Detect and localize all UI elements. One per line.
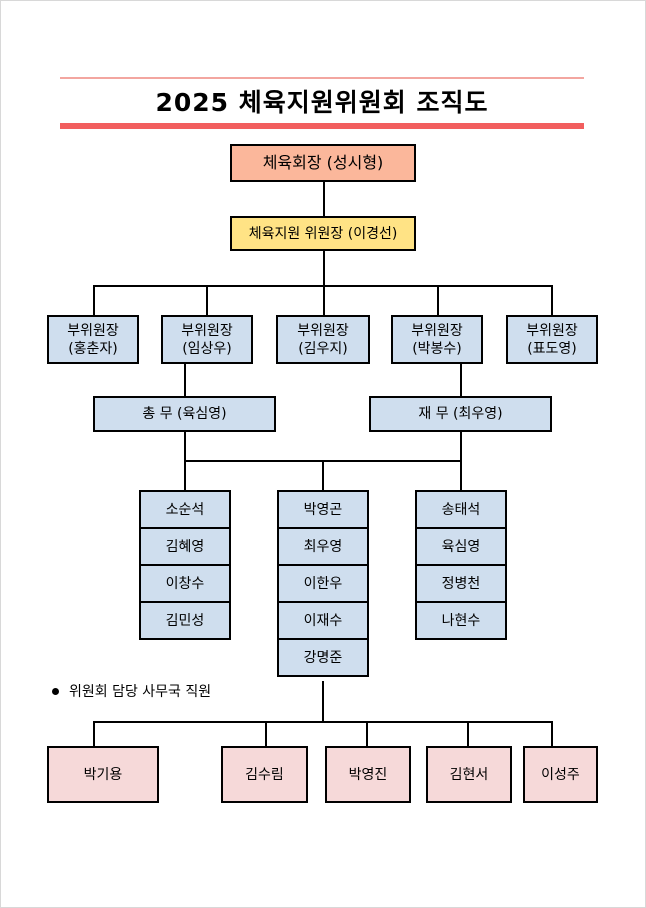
connector-vice-4 xyxy=(437,285,439,316)
vice-chair-box: 부위원장 (임상우) xyxy=(161,315,253,364)
connector-vice4-to-treasurer xyxy=(460,363,462,397)
member-box: 박영곤 xyxy=(277,490,369,529)
member-box: 강명준 xyxy=(277,638,369,677)
connector-members-center xyxy=(322,460,324,491)
vice-chair-box: 부위원장 (김우지) xyxy=(276,315,370,364)
vice-chair-box: 부위원장 (박봉수) xyxy=(391,315,483,364)
staff-box: 이성주 xyxy=(523,746,598,803)
member-box: 이한우 xyxy=(277,564,369,603)
connector-vice-horizontal xyxy=(93,285,552,287)
member-group-right: 송태석 육심영 정병천 나현수 xyxy=(415,490,507,640)
vice-chair-title: 부위원장 xyxy=(67,322,119,339)
connector-chairman-to-chair xyxy=(323,181,325,216)
vice-chair-name: (홍춘자) xyxy=(68,340,118,357)
connector-staff-1 xyxy=(93,721,95,748)
vice-chair-name: (김우지) xyxy=(298,340,348,357)
staff-box: 박기용 xyxy=(47,746,159,803)
vice-chair-name: (표도영) xyxy=(527,340,577,357)
member-box: 송태석 xyxy=(415,490,507,529)
vice-chair-box: 부위원장 (표도영) xyxy=(506,315,598,364)
member-box: 최우영 xyxy=(277,527,369,566)
connector-staff-5 xyxy=(551,721,553,748)
member-box: 김혜영 xyxy=(139,527,231,566)
member-box: 소순석 xyxy=(139,490,231,529)
title-top-rule xyxy=(60,77,584,79)
member-box: 이창수 xyxy=(139,564,231,603)
vice-chair-title: 부위원장 xyxy=(297,322,349,339)
staff-box: 박영진 xyxy=(325,746,411,803)
vice-chair-title: 부위원장 xyxy=(526,322,578,339)
connector-vice-3 xyxy=(323,285,325,316)
page-title: 2025 체육지원위원회 조직도 xyxy=(155,88,489,117)
committee-chair-box: 체육지원 위원장 (이경선) xyxy=(230,216,416,251)
member-group-center: 박영곤 최우영 이한우 이재수 강명준 xyxy=(277,490,369,677)
vice-chair-name: (박봉수) xyxy=(412,340,462,357)
vice-chair-title: 부위원장 xyxy=(181,322,233,339)
member-box: 육심영 xyxy=(415,527,507,566)
connector-vice-1 xyxy=(93,285,95,316)
staff-note-text: 위원회 담당 사무국 직원 xyxy=(69,684,212,700)
staff-box: 김현서 xyxy=(426,746,512,803)
member-box: 이재수 xyxy=(277,601,369,640)
bullet-icon xyxy=(52,687,59,695)
member-group-left: 소순석 김혜영 이창수 김민성 xyxy=(139,490,231,640)
member-box: 나현수 xyxy=(415,601,507,640)
connector-vice-5 xyxy=(551,285,553,316)
treasurer-box: 재 무 (최우영) xyxy=(369,396,552,432)
member-box: 정병천 xyxy=(415,564,507,603)
connector-staff-4 xyxy=(467,721,469,748)
connector-staff-horizontal xyxy=(93,721,553,723)
staff-box: 김수림 xyxy=(221,746,308,803)
vice-chair-box: 부위원장 (홍춘자) xyxy=(47,315,139,364)
member-box: 김민성 xyxy=(139,601,231,640)
chairman-box: 체육회장 (성시형) xyxy=(230,144,416,182)
connector-chair-down xyxy=(323,250,325,286)
title-bottom-rule xyxy=(60,123,584,129)
connector-members-to-staff xyxy=(322,681,324,722)
vice-chair-name: (임상우) xyxy=(182,340,232,357)
staff-note: 위원회 담당 사무국 직원 xyxy=(52,682,211,702)
connector-staff-3 xyxy=(366,721,368,748)
connector-vice-2 xyxy=(206,285,208,316)
connector-vice2-to-general xyxy=(184,363,186,397)
general-affairs-box: 총 무 (육심영) xyxy=(93,396,276,432)
vice-chair-title: 부위원장 xyxy=(411,322,463,339)
connector-staff-2 xyxy=(265,721,267,748)
